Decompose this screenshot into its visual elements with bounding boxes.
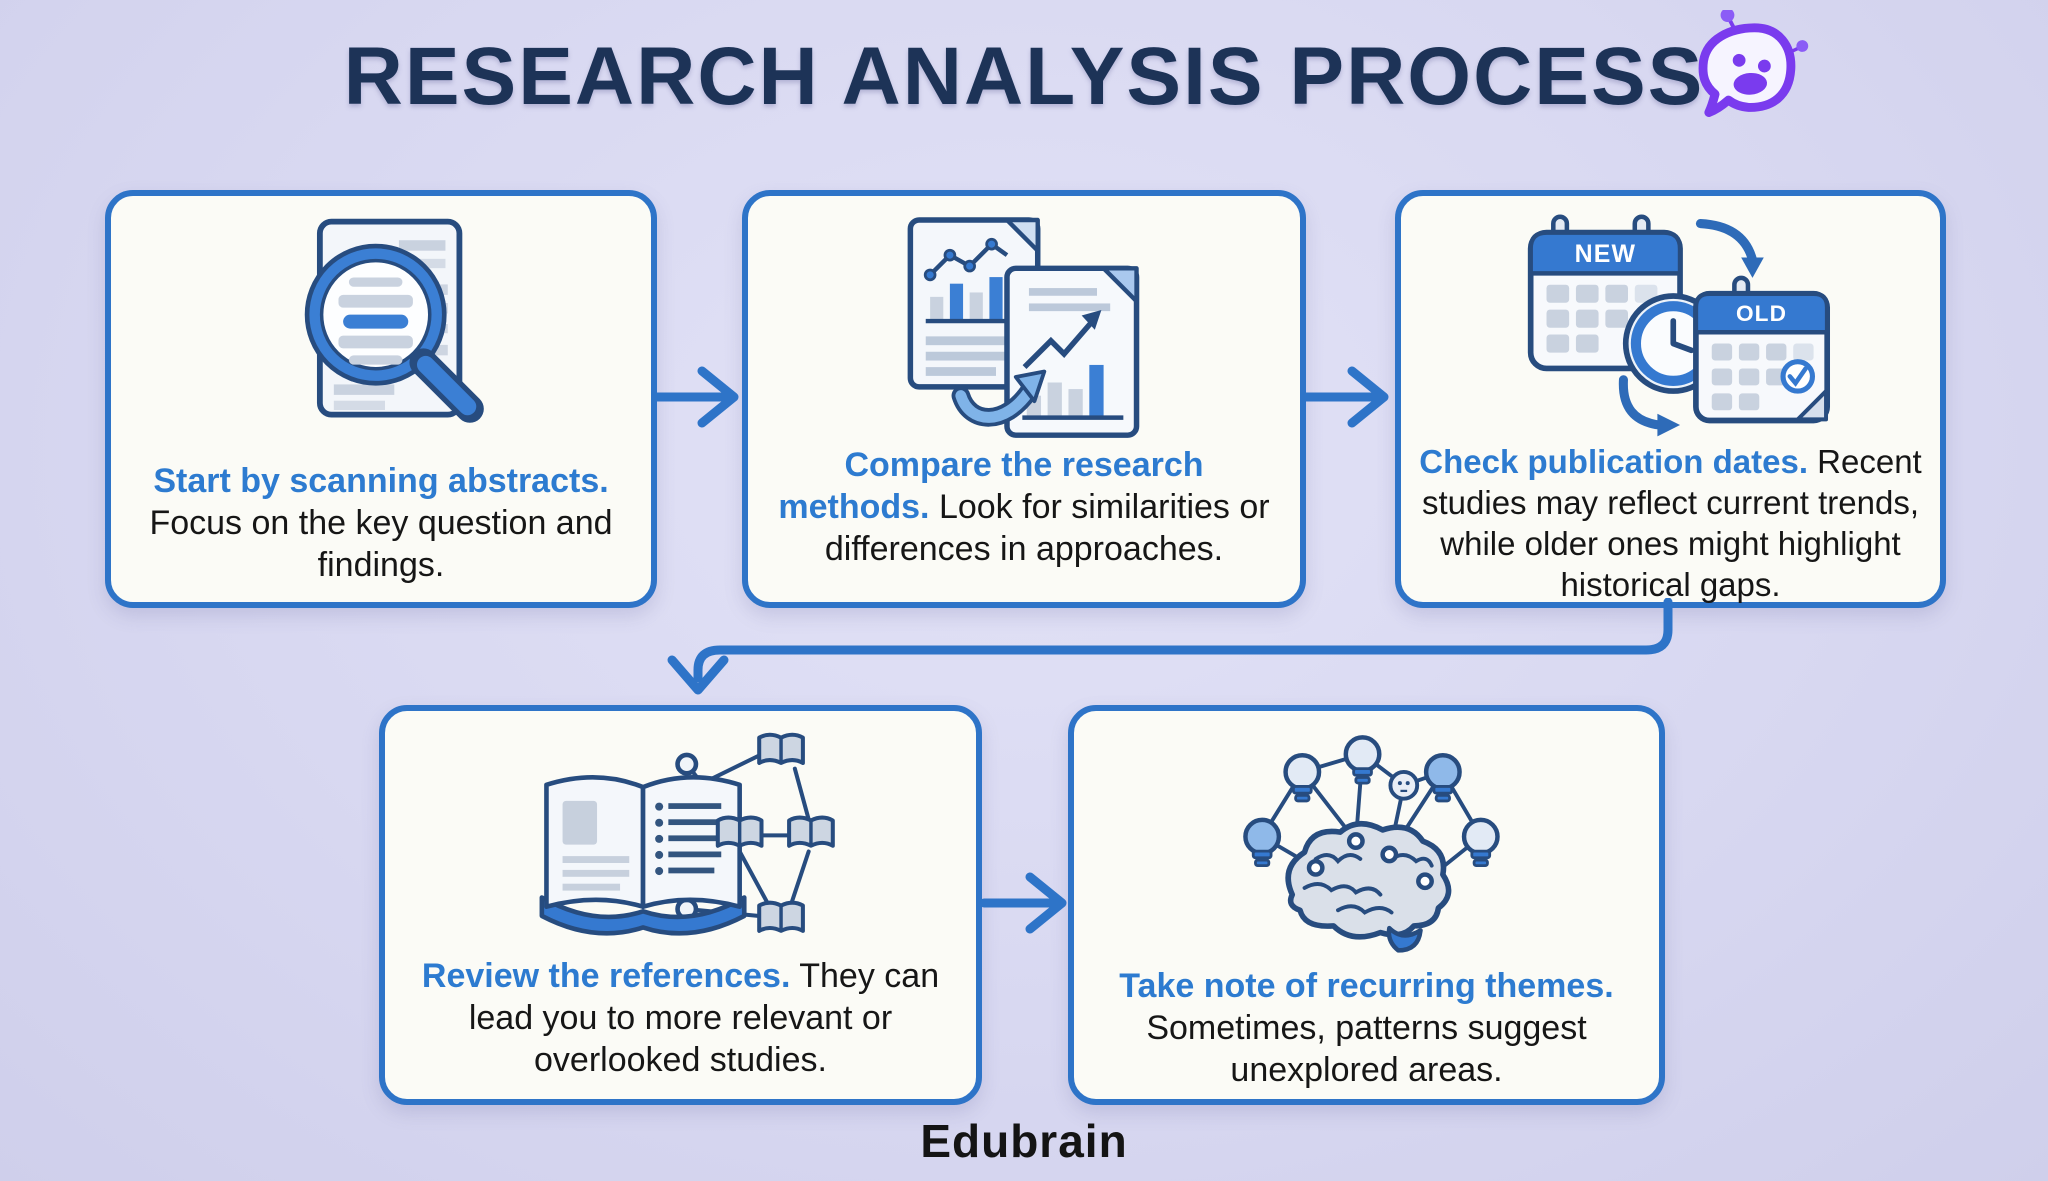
step-body-text: Recent studies may reflect current trend… [1421,443,1922,603]
brand-label: Edubrain [920,1115,1128,1167]
step-caption: Start by scanning abstracts. Focus on th… [111,460,651,586]
arrow-step2-to-step3-icon [1302,366,1389,428]
thinker-node-icon [1387,769,1419,801]
arrow-step4-to-step5-icon [980,872,1067,934]
step-body-text: They can lead you to more relevant or ov… [468,957,940,1080]
mascot-robot-icon [1698,10,1809,117]
scan-abstracts-icon [304,218,484,423]
step-body-text: Look for similarities or differences in … [824,487,1270,568]
step-box-1: Start by scanning abstracts. Focus on th… [105,190,657,608]
step-box-5: Take note of recurring themes. Sometimes… [1068,705,1665,1105]
step-box-2: Compare the research methods. Look for s… [742,190,1306,608]
step-caption: Take note of recurring themes. Sometimes… [1074,965,1659,1091]
step-caption: Review the references. They can lead you… [385,955,976,1081]
step-caption: Check publication dates. Recent studies … [1401,442,1940,606]
page-title: RESEARCH ANALYSIS PROCESS [343,31,1705,122]
step-body-text: Focus on the key question and findings. [149,504,613,585]
lightbulb-icons [1242,735,1500,868]
arrow-step1-to-step2-icon [652,366,739,428]
step-box-4: Review the references. They can lead you… [379,705,982,1105]
calendar-old-label: OLD [1735,301,1786,326]
compare-methods-icon [907,217,1140,439]
step-box-3: NEW OLD [1395,190,1946,608]
publication-dates-icon: NEW OLD [1527,214,1830,437]
step-lead-text: Compare the research methods. [778,445,1204,526]
connector-step3-to-step4-icon [667,598,1673,695]
step-lead-text: Take note of recurring themes. [1119,967,1614,1005]
step-body-text: Sometimes, patterns suggest unexplored a… [1146,1009,1587,1090]
calendar-new-label: NEW [1574,240,1635,268]
step-lead-text: Start by scanning abstracts. [153,462,609,500]
recurring-themes-icon [1242,735,1500,953]
step-caption: Compare the research methods. Look for s… [748,444,1300,570]
step-lead-text: Check publication dates. [1419,443,1808,480]
references-network-icon [539,725,848,936]
step-lead-text: Review the references. [421,957,791,995]
